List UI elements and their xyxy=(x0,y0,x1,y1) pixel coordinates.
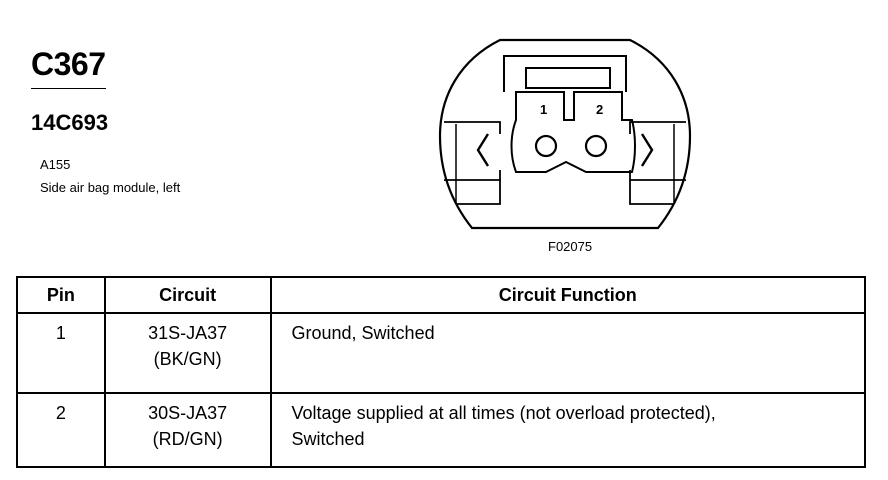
pin-function-table: Pin Circuit Circuit Function 1 31S-JA37 … xyxy=(16,276,867,468)
table-row: 2 30S-JA37 (RD/GN) Voltage supplied at a… xyxy=(16,392,867,468)
terminal-cavity xyxy=(510,91,636,173)
connector-id-underline xyxy=(31,88,106,89)
pin-1-terminal xyxy=(534,134,558,158)
connector-face-diagram: 1 2 xyxy=(438,38,692,230)
table-row: 1 31S-JA37 (BK/GN) Ground, Switched xyxy=(16,312,867,394)
left-rail-bottom xyxy=(444,170,501,181)
function-text: Voltage supplied at all times (not overl… xyxy=(291,403,716,423)
component-description: Side air bag module, left xyxy=(40,180,181,195)
function-text-continued: Switched xyxy=(291,429,365,449)
table-header-row: Pin Circuit Circuit Function xyxy=(16,276,867,314)
connector-housing-outline xyxy=(438,38,692,230)
pin-cell: 2 xyxy=(16,392,106,468)
function-text: Ground, Switched xyxy=(291,323,435,343)
connector-id: C367 xyxy=(31,46,106,82)
circuit-code: 31S-JA37 xyxy=(148,323,228,343)
header-circuit-function: Circuit Function xyxy=(269,276,867,314)
pin-cell: 1 xyxy=(16,312,106,394)
part-number: 14C693 xyxy=(31,110,109,135)
left-rail-top xyxy=(444,121,501,134)
bottom-step-left xyxy=(456,180,501,205)
component-code: A155 xyxy=(40,157,71,172)
left-lock-chevron xyxy=(476,133,490,167)
pin-1-label: 1 xyxy=(540,102,547,117)
right-rail-top xyxy=(629,121,686,134)
latch-bar xyxy=(525,67,611,89)
pin-2-label: 2 xyxy=(596,102,603,117)
function-cell: Voltage supplied at all times (not overl… xyxy=(269,392,867,468)
latch-frame xyxy=(503,55,627,92)
right-rail-bottom xyxy=(629,170,686,181)
header-pin: Pin xyxy=(16,276,106,314)
circuit-cell: 30S-JA37 (RD/GN) xyxy=(103,392,272,468)
wire-color: (BK/GN) xyxy=(153,349,222,369)
figure-code: F02075 xyxy=(548,239,593,254)
pin-2-terminal xyxy=(584,134,608,158)
circuit-code: 30S-JA37 xyxy=(148,403,228,423)
right-lock-chevron xyxy=(640,133,654,167)
bottom-step-right xyxy=(629,180,674,205)
wire-color: (RD/GN) xyxy=(152,429,223,449)
function-cell: Ground, Switched xyxy=(269,312,867,394)
circuit-cell: 31S-JA37 (BK/GN) xyxy=(103,312,272,394)
header-circuit: Circuit xyxy=(103,276,272,314)
